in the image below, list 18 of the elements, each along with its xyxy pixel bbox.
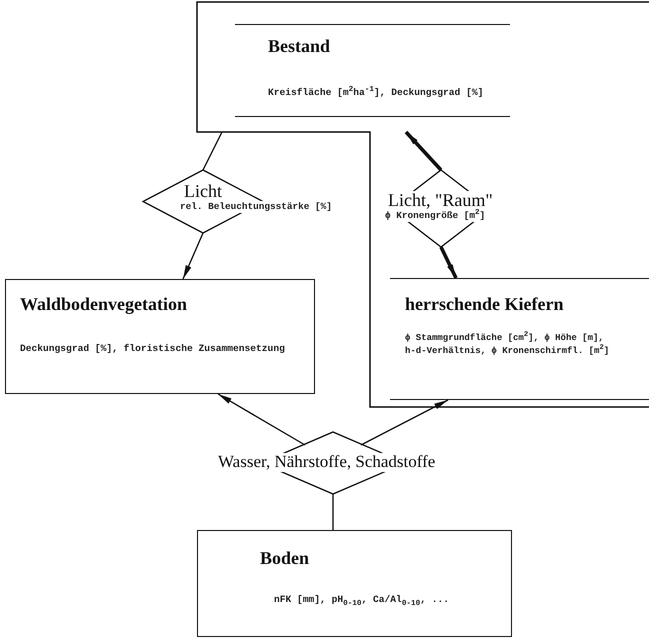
- process-box: [5, 279, 315, 394]
- section-title: herrschende Kiefern: [405, 295, 564, 315]
- arrow: [218, 393, 306, 446]
- section-title: Bestand: [268, 37, 330, 57]
- diamond-label: Wasser, Nährstoffe, Schadstoffe: [216, 453, 438, 472]
- arrow: [360, 399, 448, 446]
- arrow: [404, 130, 442, 172]
- section-band: [390, 278, 649, 400]
- measure-text: ϕ Kronengröße [m$^{2}$]: [383, 210, 490, 222]
- section-title: Waldbodenvegetation: [20, 295, 188, 315]
- measure-text: Deckungsgrad [%], floristische Zusammensetzung: [20, 342, 285, 356]
- arrow: [439, 246, 458, 279]
- process-box: [197, 530, 512, 637]
- measure-text: nFK [mm], pH$_{0-10}$, Ca/Al$_{0-10}$, ...: [274, 593, 450, 607]
- measure-text: Kreisfläche [m$^{2}$ha$^{-1}$], Deckungsgrad [%]: [268, 86, 484, 100]
- arrow: [182, 232, 204, 280]
- measure-text: ϕ Stammgrundfläche [cm$^{2}$], ϕ Höhe [m], h-d-Verhältnis, ϕ Kronenschirmfl. [m$^{2}$]: [405, 332, 610, 358]
- section-title: Boden: [260, 549, 310, 569]
